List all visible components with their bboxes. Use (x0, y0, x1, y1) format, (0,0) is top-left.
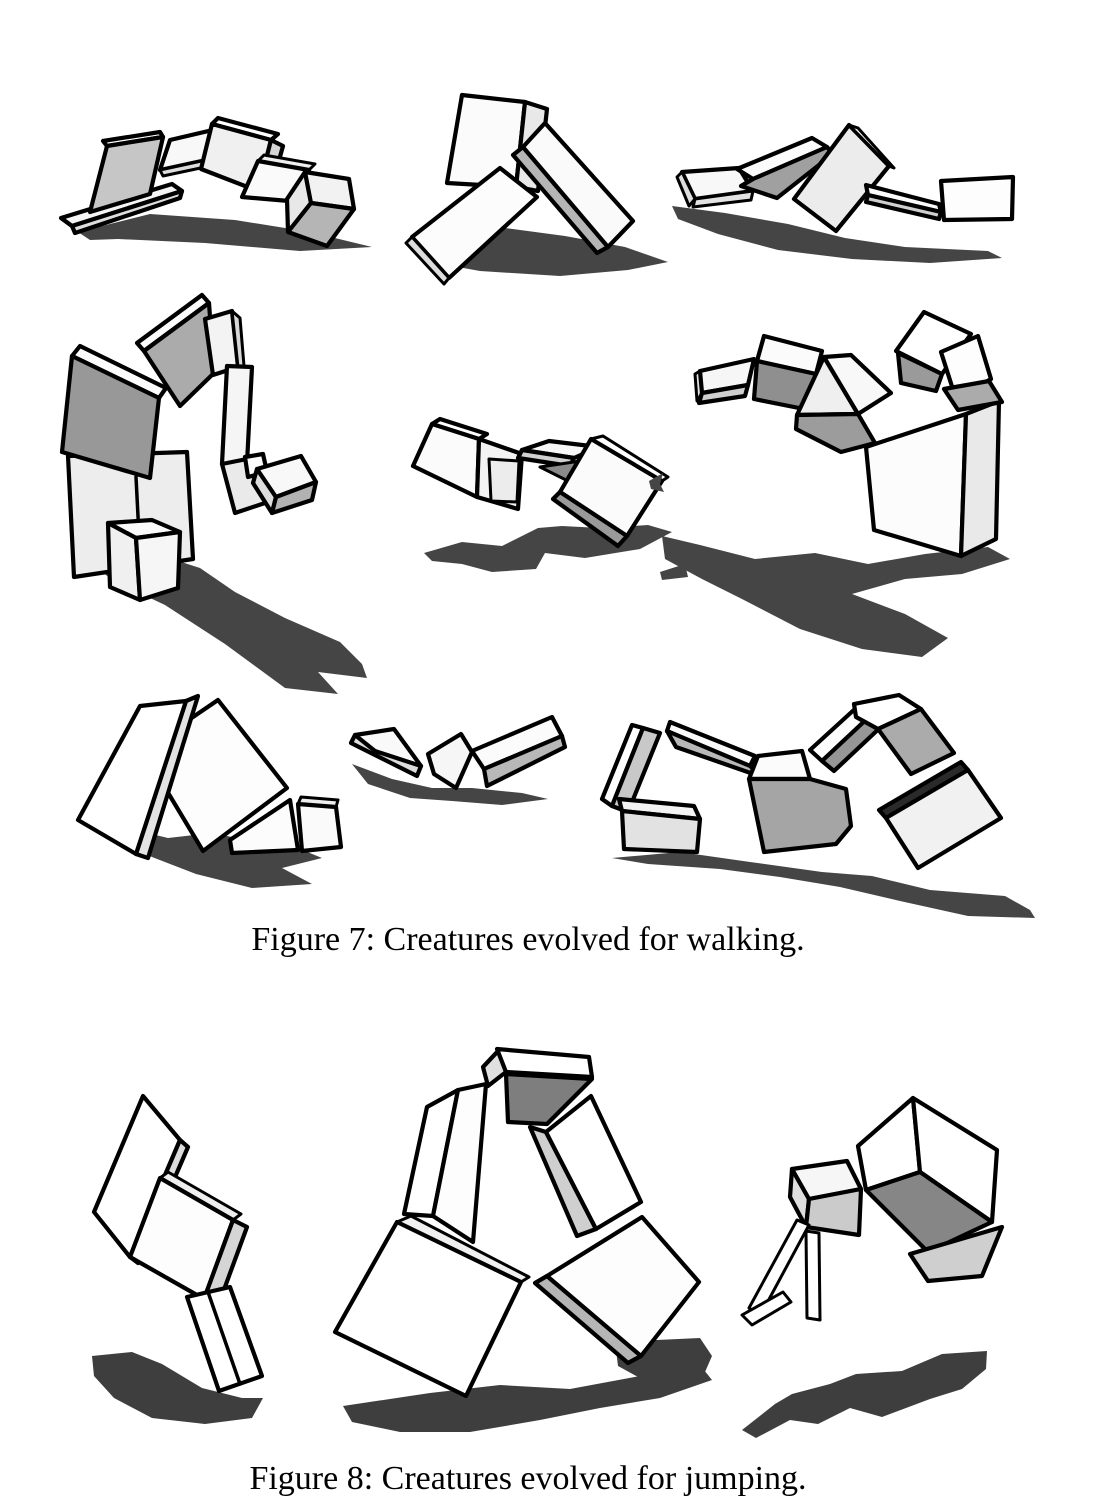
box-face (87, 134, 166, 215)
creature-v-wing-walker (348, 714, 568, 805)
creature-spider-walker (599, 692, 1035, 918)
creature-three-segment-jumper (91, 1093, 265, 1424)
box-face (847, 123, 896, 170)
creature-leaning-slab-tripod (404, 92, 668, 286)
creature-shadow (649, 473, 664, 492)
box-face (219, 363, 255, 467)
creature-hook-arm-walker (59, 292, 367, 694)
box-face (863, 411, 969, 559)
box-face (821, 352, 894, 417)
box-face (410, 421, 482, 500)
creature-shadow (352, 764, 548, 805)
box-face (544, 1214, 702, 1359)
creature-shadow (78, 214, 372, 251)
figure-7-caption: Figure 7: Creatures evolved for walking. (251, 921, 805, 958)
box-face (332, 1219, 524, 1399)
creature-open-box-jumper (740, 1095, 1005, 1438)
box-face (619, 808, 703, 855)
box-face (803, 1186, 864, 1238)
box-face (481, 733, 568, 789)
creature-shadow (612, 852, 1035, 918)
box-face (746, 776, 854, 855)
box-face (550, 489, 630, 549)
creature-shadow (672, 206, 1002, 263)
box-face (425, 731, 475, 791)
box-face (352, 726, 424, 769)
creature-arch-walker (58, 115, 372, 251)
box-face (69, 188, 185, 236)
creature-shadow (92, 1352, 263, 1424)
box-face (938, 174, 1016, 223)
box-face (863, 192, 944, 222)
box-face (503, 1071, 595, 1127)
box-face (675, 170, 697, 208)
box-face (804, 1229, 822, 1322)
figure-7-image (58, 92, 1035, 918)
box-face (958, 398, 1002, 559)
creature-shadow (343, 1365, 712, 1432)
box-face (883, 767, 1004, 871)
creature-nested-box-grabber (410, 416, 688, 580)
creature-shadow (116, 826, 322, 888)
creature-segmented-chain-walker (672, 122, 1016, 263)
creature-tripod-arch-jumper (332, 1046, 712, 1432)
creature-shadow (424, 525, 672, 572)
box-face (520, 120, 636, 250)
box-face (696, 382, 751, 406)
creature-shadow (742, 1351, 987, 1438)
box-face (404, 235, 451, 286)
box-face (691, 189, 755, 209)
box-face (59, 353, 162, 481)
box-face (738, 144, 836, 201)
box-face (740, 1290, 793, 1327)
box-face (430, 1081, 489, 1245)
box-face (543, 1093, 644, 1232)
box-face (206, 1290, 242, 1386)
box-face (875, 706, 957, 777)
box-face (444, 92, 528, 190)
box-face (295, 801, 344, 854)
box-face (269, 479, 319, 516)
box-face (487, 457, 521, 504)
box-face (227, 797, 301, 856)
box-face (746, 748, 813, 782)
figure-8-caption: Figure 8: Creatures evolved for jumping. (249, 1460, 807, 1497)
creature-shadow (662, 536, 1010, 657)
box-face (133, 529, 183, 603)
box-face (941, 378, 1005, 413)
box-face (285, 200, 357, 249)
creature-tower-crane-walker (649, 309, 1010, 657)
box-face (863, 1169, 995, 1255)
creature-tent-walker (75, 693, 344, 888)
figure-8-image (91, 1046, 1005, 1438)
box-face (793, 411, 878, 455)
creature-shadow (660, 564, 688, 580)
box-face (907, 1224, 1005, 1284)
box-face (75, 698, 189, 857)
